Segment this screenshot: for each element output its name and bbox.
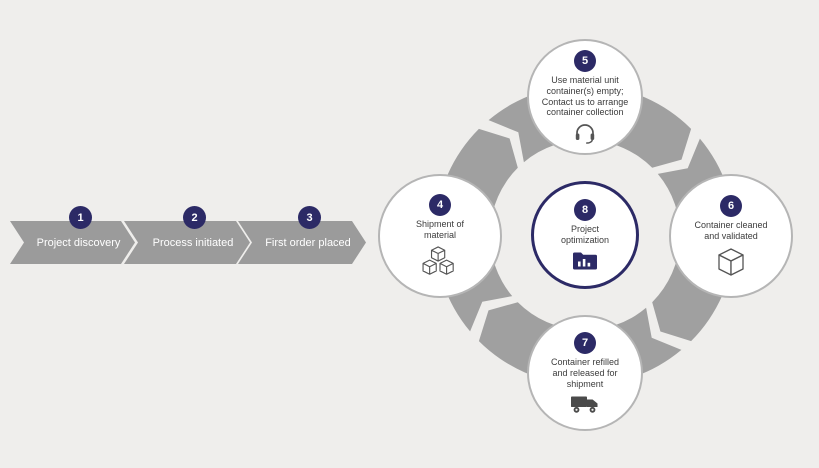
linear-step-2: Process initiated <box>124 221 250 264</box>
truck-icon <box>571 396 598 413</box>
cycle-step-6-label: Container cleaned and validated <box>694 220 768 241</box>
cube-icon <box>718 248 744 276</box>
linear-step-2-number: 2 <box>183 206 206 229</box>
cycle-step-4: 4 Shipment of material <box>378 174 502 298</box>
linear-step-3-label: First order placed <box>265 236 351 249</box>
cycle-step-4-number: 4 <box>429 194 451 217</box>
linear-step-1-number: 1 <box>69 206 92 229</box>
cycle-step-8-label: Project optimization <box>560 224 610 245</box>
cycle-step-5-label: Use material unit container(s) empty; Co… <box>541 74 629 118</box>
cycle-step-7-number: 7 <box>574 332 596 355</box>
cycle-step-7: 7 Container refilled and released for sh… <box>527 315 643 431</box>
linear-step-2-label: Process initiated <box>152 236 234 249</box>
cycle-step-6: 6 Container cleaned and validated <box>669 174 793 298</box>
cycle-step-7-label: Container refilled and released for ship… <box>550 357 620 389</box>
linear-step-1: Project discovery <box>10 221 135 264</box>
headset-icon <box>575 124 595 144</box>
cycle-step-6-number: 6 <box>720 195 742 218</box>
linear-step-3-number: 3 <box>298 206 321 229</box>
cycle-step-8-number: 8 <box>574 199 596 222</box>
linear-step-3: First order placed <box>238 221 366 264</box>
cycle-step-5-number: 5 <box>574 49 596 72</box>
cycle-step-4-label: Shipment of material <box>415 219 465 240</box>
cubes-icon <box>422 246 454 275</box>
cycle-step-8: 8 Project optimization <box>531 181 639 289</box>
folder-chart-icon <box>573 252 597 270</box>
linear-step-1-label: Project discovery <box>36 236 121 249</box>
cycle-step-5: 5 Use material unit container(s) empty; … <box>527 39 643 155</box>
